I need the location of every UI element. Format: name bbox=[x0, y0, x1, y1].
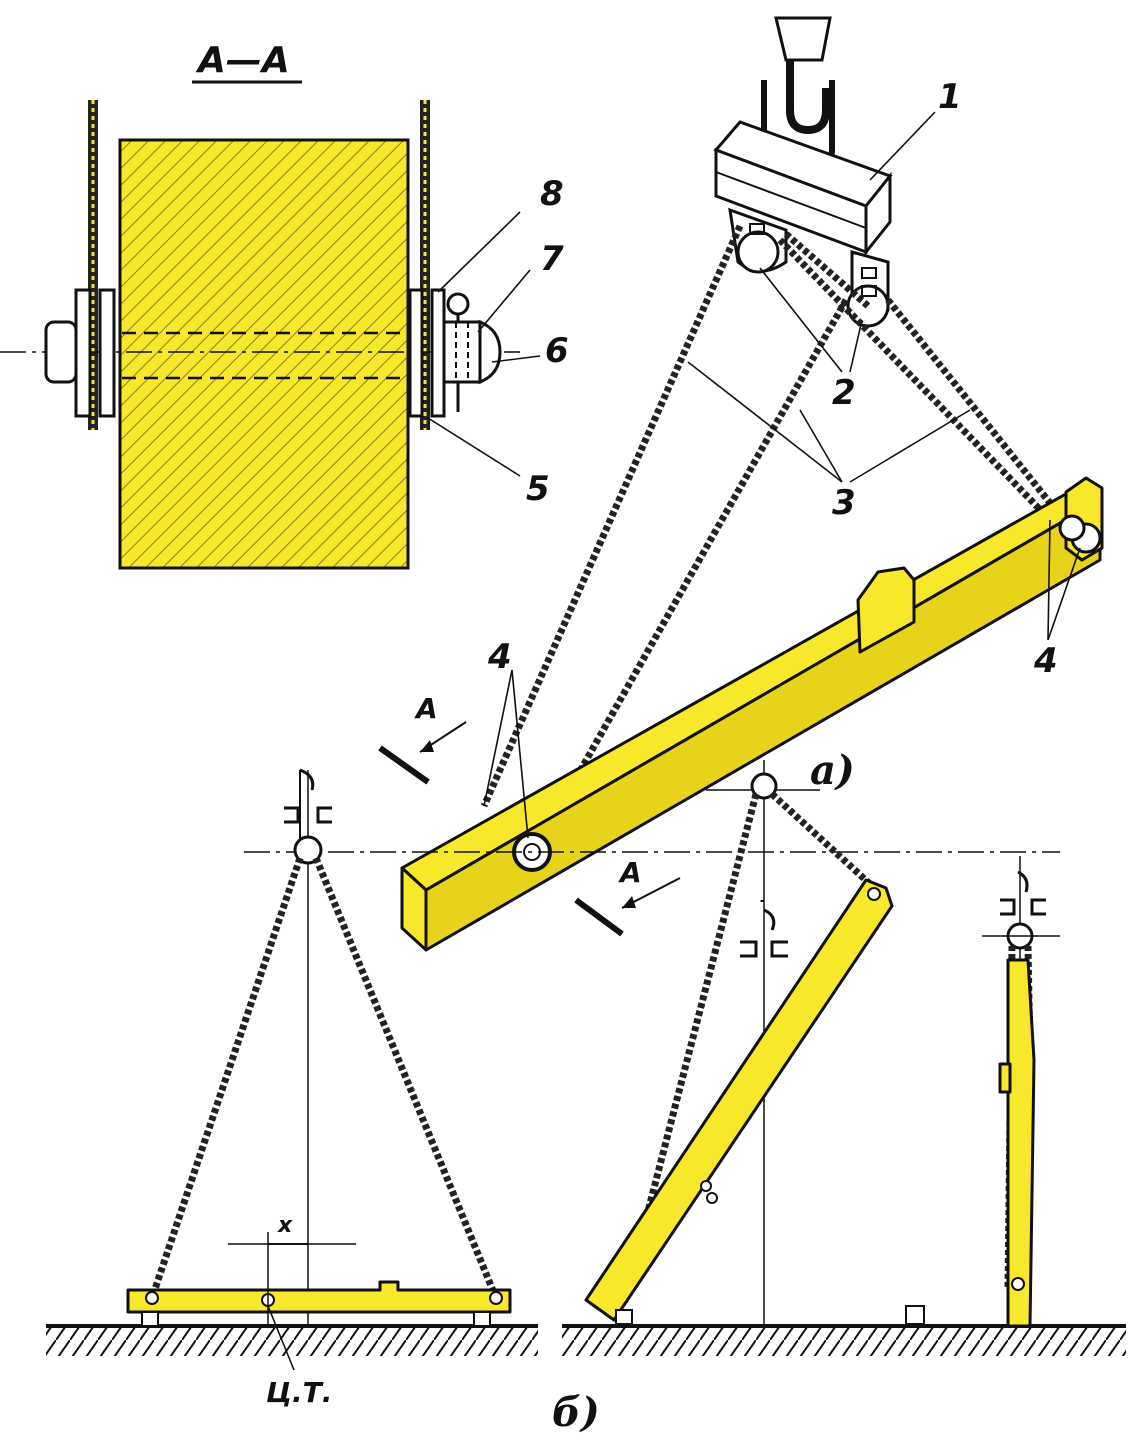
right-pin-assembly bbox=[408, 288, 502, 418]
leader-4b bbox=[511, 669, 529, 839]
callout-1: 1 bbox=[938, 77, 962, 117]
slings-view-a bbox=[480, 224, 1073, 844]
stage-2-beam-tilting bbox=[584, 760, 925, 1326]
leader-7 bbox=[477, 269, 531, 333]
callout-4-right: 4 bbox=[1033, 641, 1058, 681]
offset-label-x: х bbox=[277, 1213, 293, 1238]
leader-5 bbox=[427, 417, 521, 477]
stage-1-pulley bbox=[293, 835, 323, 865]
stage-1-beam bbox=[126, 1280, 512, 1314]
stage-2-pulley bbox=[750, 772, 778, 800]
section-letter-upper: А bbox=[414, 692, 438, 725]
yellow-beam bbox=[400, 476, 1104, 952]
ground-left bbox=[46, 1324, 538, 1356]
callout-8: 8 bbox=[540, 174, 564, 214]
leader-6 bbox=[491, 355, 541, 363]
cg-label: Ц.Т. bbox=[266, 1376, 332, 1409]
leader-8 bbox=[437, 211, 521, 293]
leader-2b bbox=[849, 319, 863, 373]
leader-4d bbox=[1047, 547, 1081, 641]
view-a: 1 2 3 4 4 А А а) bbox=[378, 16, 1104, 952]
view-b: х Ц.Т. bbox=[46, 760, 1126, 1436]
callout-2: 2 bbox=[832, 373, 856, 413]
support-block bbox=[905, 1305, 925, 1325]
cotter-ring bbox=[446, 292, 470, 316]
section-letter-lower: А bbox=[618, 856, 642, 889]
callout-4-left: 4 bbox=[487, 637, 512, 677]
left-pin-head bbox=[44, 288, 116, 418]
stage-3-beam bbox=[1006, 958, 1036, 1328]
callout-3: 3 bbox=[832, 483, 856, 523]
beam-cross-section bbox=[118, 138, 410, 570]
section-mark-lower: А bbox=[574, 856, 681, 937]
stage-3-beam-vertical bbox=[982, 856, 1060, 1328]
section-mark-upper: А bbox=[378, 692, 467, 785]
callout-6: 6 bbox=[545, 331, 569, 371]
stage-1-beam-flat: х Ц.Т. bbox=[126, 768, 512, 1409]
subfigure-label-a: а) bbox=[810, 747, 855, 794]
callout-7: 7 bbox=[540, 239, 564, 279]
leader-3b bbox=[799, 409, 843, 483]
pulley-block-left bbox=[728, 207, 788, 274]
leader-3c bbox=[849, 409, 971, 483]
cg-leader bbox=[267, 1305, 295, 1371]
leader-3a bbox=[687, 361, 843, 483]
stage-2-beam bbox=[584, 878, 894, 1322]
spreader-beam bbox=[713, 120, 893, 257]
leader-4c bbox=[1047, 519, 1051, 641]
section-a-a: А—А bbox=[0, 40, 569, 570]
ground-right bbox=[562, 1324, 1126, 1356]
lifting-eye-far bbox=[1058, 514, 1102, 554]
leader-1 bbox=[869, 111, 936, 181]
subfigure-label-b: б) bbox=[552, 1389, 600, 1436]
leader-2a bbox=[759, 267, 843, 373]
callout-5: 5 bbox=[526, 469, 550, 509]
section-title: А—А bbox=[195, 40, 290, 81]
leader-4a bbox=[483, 669, 513, 807]
